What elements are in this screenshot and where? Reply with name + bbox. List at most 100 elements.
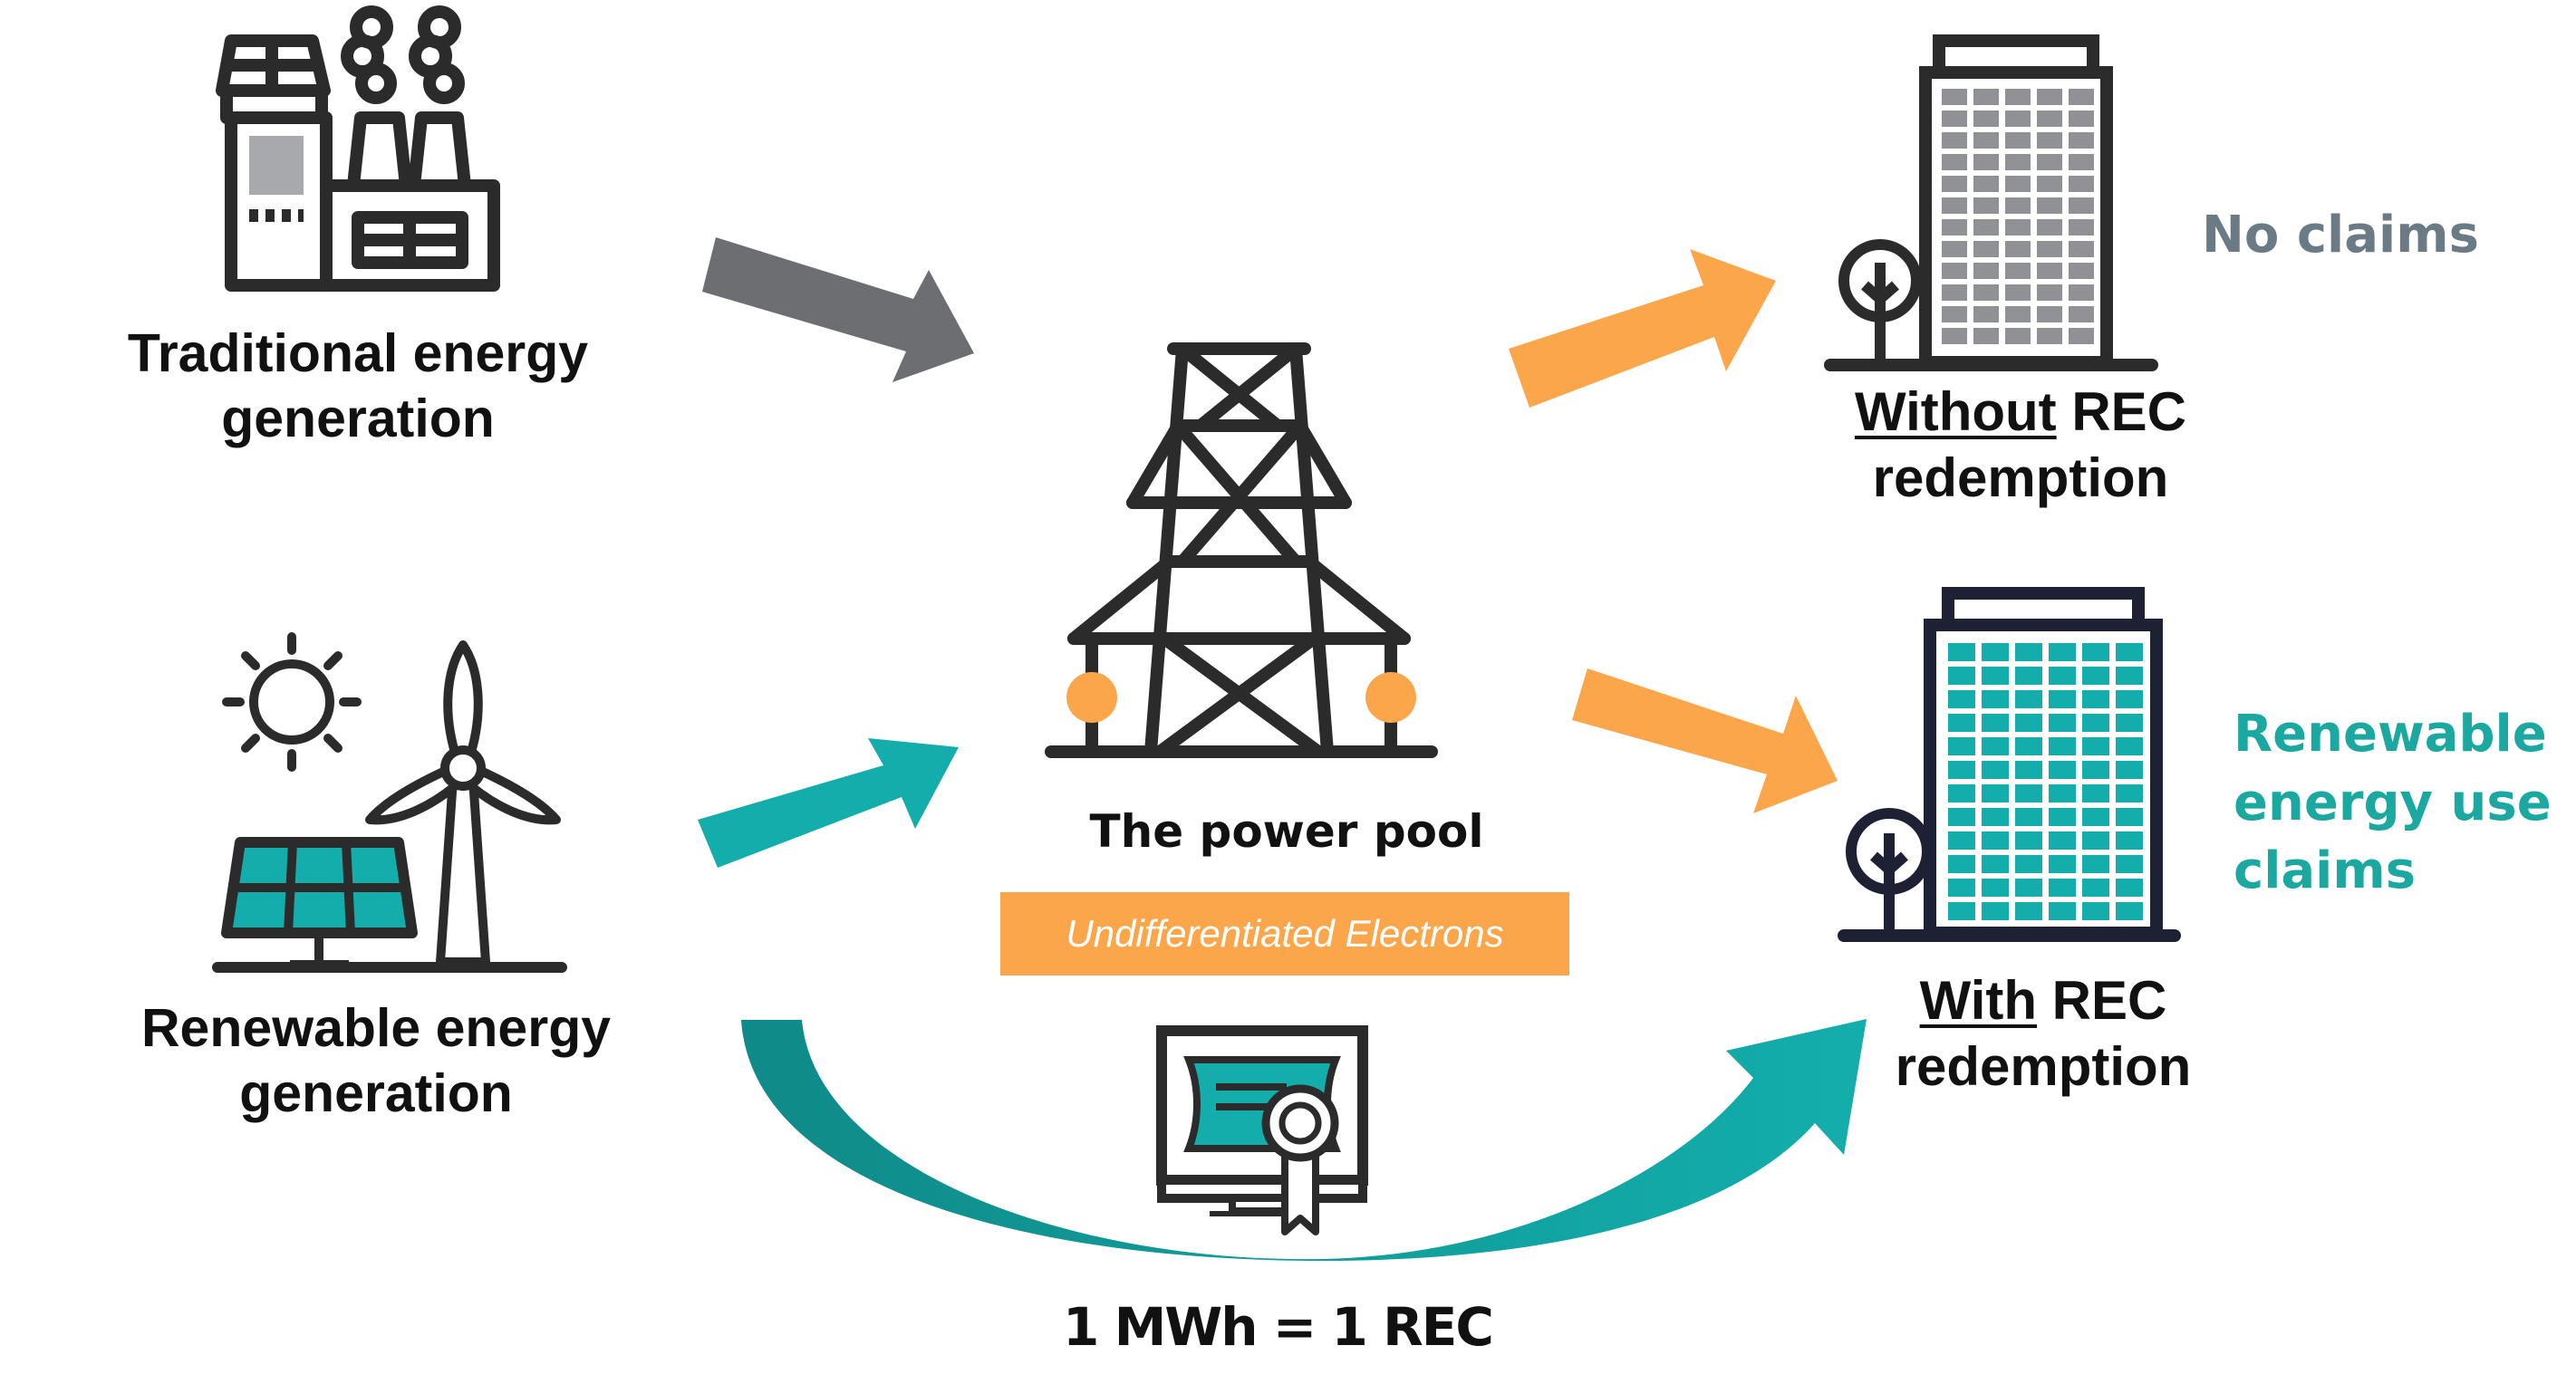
with-rec-label: With REC redemption [1762,967,2324,1100]
building-window [2049,643,2076,661]
renewable-claims-label: Renewable energy use claims [2233,700,2552,906]
badge-text: Undifferentiated Electrons [1066,912,1504,955]
building-window [1982,643,2009,661]
building-window [2069,328,2094,344]
building-window [1942,306,1967,322]
building-window [2037,263,2062,279]
with-rest: REC [2037,970,2167,1031]
mwh-rec-label: 1 MWh = 1 REC [1006,1295,1549,1360]
building-window [2116,855,2143,873]
building-window [2005,241,2031,257]
building-window [2037,219,2062,235]
building-window [2015,643,2042,661]
building-window [1942,176,1967,192]
building-window [2069,132,2094,149]
renewable-claims-line3: claims [2233,841,2417,901]
certificate-icon [1156,1025,1368,1235]
building-window [2069,219,2094,235]
building-window [2015,855,2042,873]
building-window [1982,879,2009,897]
building-window [1942,111,1967,127]
building-window [2082,714,2109,732]
building-window [1982,831,2009,850]
building-window [1982,667,2009,685]
office-building-icon [1824,34,2158,371]
building-window [2015,879,2042,897]
building-window [2049,737,2076,755]
building-window [2015,737,2042,755]
building-window [2082,808,2109,826]
building-window [2116,784,2143,803]
building-window [2015,831,2042,850]
building-window [2082,690,2109,708]
building-window [1973,176,1999,192]
building-window [2005,219,2031,235]
building-window [1973,328,1999,344]
building-window [1982,902,2009,920]
office-building-icon [1838,587,2181,942]
building-window [2015,902,2042,920]
building-window [2116,902,2143,920]
building-window [2037,328,2062,344]
building-window [2069,111,2094,127]
factory-icon [216,5,500,292]
building-window [2069,284,2094,301]
renewable-claims-line1: Renewable [2233,705,2547,764]
building-window [2069,241,2094,257]
with-rec-line2: redemption [1895,1036,2192,1098]
building-window [2049,879,2076,897]
building-window [2015,714,2042,732]
building-window [2116,690,2143,708]
building-window [1942,328,1967,344]
traditional-label-line1: Traditional energy [127,323,589,383]
arrow-traditional-to-pool [702,237,974,382]
building-window [2015,667,2042,685]
building-window [2005,154,2031,170]
insulator-right [1365,672,1416,723]
building-window [1982,714,2009,732]
building-window [1948,855,1975,873]
building-window [2082,643,2109,661]
building-window [2015,761,2042,779]
building-window [2082,879,2109,897]
building-window [2037,111,2062,127]
no-claims-label: No claims [2202,206,2479,264]
renewable-label-line2: generation [239,1062,513,1123]
building-window [2049,784,2076,803]
without-emphasis: Without [1854,381,2057,442]
building-window [1973,241,1999,257]
arrow-pool-to-without [1509,249,1776,408]
building-window [2082,855,2109,873]
building-window [1948,714,1975,732]
building-window [1942,219,1967,235]
transmission-tower-icon [1045,342,1438,758]
power-pool-title: The power pool [1006,804,1568,860]
building-window [1982,784,2009,803]
building-window [1973,197,1999,214]
building-window [2005,197,2031,214]
building-window [2005,176,2031,192]
building-window [2082,737,2109,755]
building-window [2005,89,2031,105]
solar-wind-icon [212,632,567,973]
building-window [2082,784,2109,803]
renewable-generation-label: Renewable energy generation [82,996,671,1127]
building-window [1948,690,1975,708]
renewable-claims-line2: energy use [2233,773,2552,832]
with-rec-line1: With REC [1762,967,2324,1033]
building-window [1973,154,1999,170]
without-rest: REC [2056,381,2187,442]
building-window [2116,808,2143,826]
building-window [2037,241,2062,257]
building-window [1982,690,2009,708]
building-window [2037,176,2062,192]
building-window [2069,263,2094,279]
insulator-left [1066,672,1117,723]
building-window [2037,284,2062,301]
building-window [2049,808,2076,826]
mwh-rec-text: 1 MWh = 1 REC [1063,1296,1494,1358]
building-window [1973,284,1999,301]
building-window [2049,690,2076,708]
building-window [2037,154,2062,170]
